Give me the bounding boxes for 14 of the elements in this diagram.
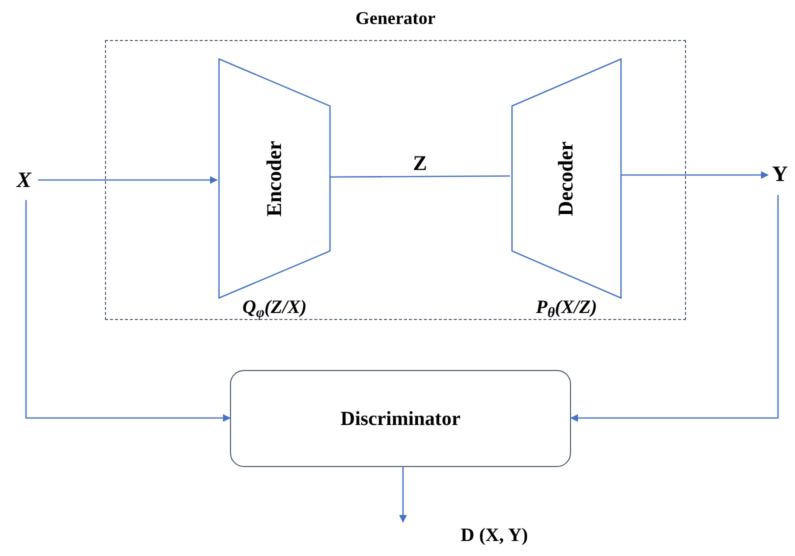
connector-arrow bbox=[399, 467, 407, 523]
probability-label: P$_{θ}$(X/Z) bbox=[536, 298, 598, 317]
connector-arrow bbox=[570, 195, 779, 422]
connector-arrow bbox=[25, 200, 231, 422]
connector-arrow bbox=[621, 171, 769, 179]
discriminator-box bbox=[230, 370, 571, 467]
signal-label: Y bbox=[772, 163, 788, 185]
group-title: Generator bbox=[356, 7, 436, 30]
block-label: Encoder bbox=[260, 140, 287, 216]
block-label: Discriminator bbox=[340, 406, 460, 432]
block-label: Decoder bbox=[552, 141, 579, 216]
connector-arrow bbox=[38, 176, 218, 184]
signal-label: D (X, Y) bbox=[460, 526, 528, 544]
signal-label: X bbox=[16, 169, 32, 191]
